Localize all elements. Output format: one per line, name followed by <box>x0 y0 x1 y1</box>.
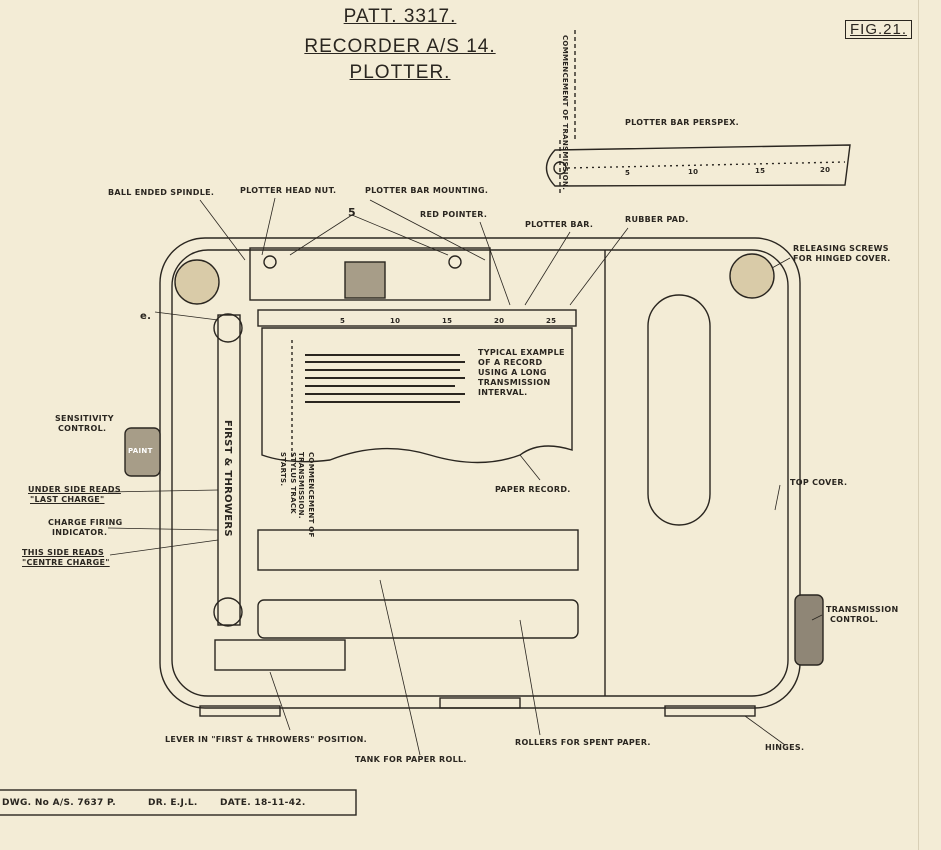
hinge <box>439 697 521 709</box>
label-under-1: UNDER SIDE READS <box>28 485 121 494</box>
title-patt: PATT. 3317. <box>343 6 457 27</box>
label-rollers: ROLLERS FOR SPENT PAPER. <box>515 738 651 747</box>
label-paint: PAINT <box>128 447 153 455</box>
label-under-2: "LAST CHARGE" <box>30 495 105 504</box>
label-hinges: HINGES. <box>765 743 805 752</box>
record-trace <box>305 354 465 403</box>
paper-fold <box>918 0 919 850</box>
label-tank: TANK FOR PAPER ROLL. <box>355 755 467 764</box>
label-transmission-1: TRANSMISSION <box>826 605 899 614</box>
releasing-screw-right <box>729 253 775 299</box>
title-block-frame <box>0 789 357 816</box>
sensitivity-knob <box>124 427 161 477</box>
label-top-cover: TOP COVER. <box>790 478 848 487</box>
label-this-1: THIS SIDE READS <box>22 548 105 557</box>
leader-lines <box>107 197 823 756</box>
scale-tick: 15 <box>442 317 453 325</box>
label-head-nut: PLOTTER HEAD NUT. <box>240 186 337 195</box>
scale-tick: 10 <box>390 317 401 325</box>
perspex-tick: 5 <box>625 169 631 177</box>
hinge <box>199 705 281 717</box>
label-typical-5: INTERVAL. <box>478 388 528 397</box>
perspex-tick: 15 <box>755 167 766 175</box>
perspex-bar <box>545 140 851 195</box>
label-this-2: "CENTRE CHARGE" <box>22 558 110 567</box>
label-typical-3: USING A LONG <box>478 368 547 377</box>
transmission-knob <box>794 594 824 666</box>
label-releasing-2: FOR HINGED COVER. <box>793 254 891 263</box>
label-typical-1: TYPICAL EXAMPLE <box>478 348 565 357</box>
label-commencement-record: COMMENCEMENT OF TRANSMISSION. <box>297 452 315 538</box>
lever <box>214 639 346 671</box>
hinge <box>664 705 756 717</box>
plotter-bar <box>257 309 577 327</box>
scale-tick: 25 <box>546 317 557 325</box>
label-rubber-pad: RUBBER PAD. <box>625 215 689 224</box>
label-typical-4: TRANSMISSION <box>478 378 551 387</box>
label-red-pointer: RED POINTER. <box>420 210 488 219</box>
drawing-number: DWG. No A/S. 7637 P. <box>2 798 117 808</box>
label-plotter-bar: PLOTTER BAR. <box>525 220 594 229</box>
scale-tick: 20 <box>494 317 505 325</box>
label-stylus: STYLUS TRACK STARTS. <box>279 452 297 515</box>
label-sensitivity-1: SENSITIVITY <box>55 414 114 423</box>
label-releasing-1: RELEASING SCREWS <box>793 244 889 253</box>
label-paper-record: PAPER RECORD. <box>495 485 571 494</box>
title-recorder: RECORDER A/S 14. <box>304 36 496 57</box>
label-sensitivity-2: CONTROL. <box>58 424 107 433</box>
label-typical-2: OF A RECORD <box>478 358 543 367</box>
releasing-screw-left <box>174 259 220 305</box>
title-plotter: PLOTTER. <box>349 62 451 83</box>
scale-tick: 5 <box>340 317 346 325</box>
label-transmission-2: CONTROL. <box>830 615 879 624</box>
label-charge-2: INDICATOR. <box>52 528 108 537</box>
label-e: e. <box>140 311 152 322</box>
label-lever: LEVER IN "FIRST & THROWERS" POSITION. <box>165 735 367 744</box>
cover-window <box>647 294 711 526</box>
draughtsman: DR. E.J.L. <box>148 798 198 808</box>
figure-number: FIG.21. <box>845 20 912 39</box>
perspex-tick: 20 <box>820 166 831 174</box>
label-bar-mounting: PLOTTER BAR MOUNTING. <box>365 186 489 195</box>
label-ball-spindle: BALL ENDED SPINDLE. <box>108 188 215 197</box>
drawing-date: DATE. 18-11-42. <box>220 798 306 808</box>
charge-indicator <box>217 314 241 626</box>
label-charge-1: CHARGE FIRING <box>48 518 123 527</box>
label-perspex: PLOTTER BAR PERSPEX. <box>625 118 740 127</box>
plotter-head <box>249 247 491 301</box>
tank <box>257 529 579 571</box>
rollers <box>257 599 579 639</box>
label-first-throwers: FIRST & THROWERS <box>222 420 233 537</box>
perspex-tick: 10 <box>688 168 699 176</box>
paper-record <box>261 327 573 464</box>
label-commencement-top: COMMENCEMENT OF TRANSMISSION. <box>561 35 569 191</box>
label-five: 5 <box>348 206 356 219</box>
